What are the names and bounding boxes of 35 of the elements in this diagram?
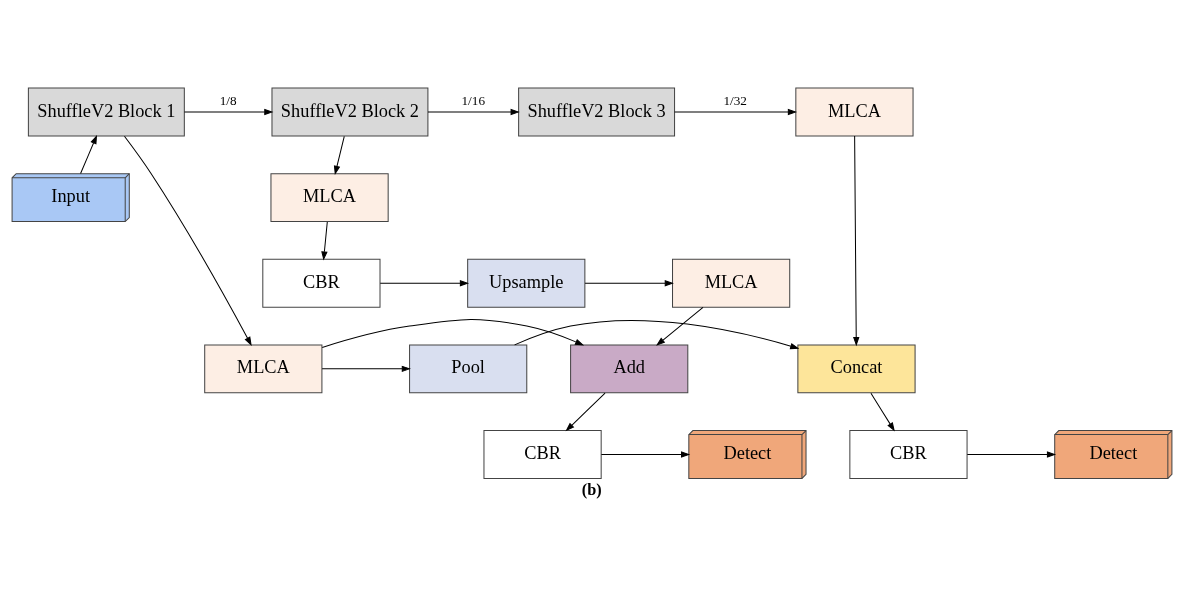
edge-label: 1/16 [461, 93, 486, 109]
arrow [321, 318, 585, 348]
arrow [600, 451, 691, 458]
node-box: Upsample [467, 258, 586, 308]
arrow [514, 319, 800, 350]
node-box: CBR [849, 430, 968, 479]
arrow [853, 135, 860, 347]
edge-label: 1/32 [723, 93, 747, 109]
node-box: MLCA [204, 344, 323, 394]
edge-label: 1/8 [219, 93, 237, 109]
node-box: ShuffleV2 Block 3 [518, 87, 676, 137]
node-box: Concat [797, 344, 916, 394]
arrow [966, 451, 1057, 458]
caption: (b) [581, 479, 602, 499]
arrow [656, 306, 704, 346]
node-box: ShuffleV2 Block 1 [27, 87, 185, 137]
node-box: MLCA [672, 258, 791, 308]
arrow [321, 221, 328, 261]
arrow [674, 108, 798, 116]
node-box: Pool [409, 344, 528, 394]
arrow [584, 280, 674, 287]
node-box: MLCA [270, 173, 389, 223]
arrow [870, 392, 895, 432]
arrow [80, 134, 98, 174]
node-box: CBR [262, 258, 381, 308]
node-box: CBR [483, 430, 602, 479]
arrow [183, 108, 274, 116]
arrow [565, 392, 606, 432]
node-box: MLCA [795, 87, 914, 137]
arrow [379, 280, 470, 287]
node-box: Add [570, 344, 689, 394]
node-box: ShuffleV2 Block 2 [271, 87, 429, 137]
arrow [333, 135, 345, 175]
arrow [427, 108, 520, 116]
arrow [321, 365, 411, 373]
